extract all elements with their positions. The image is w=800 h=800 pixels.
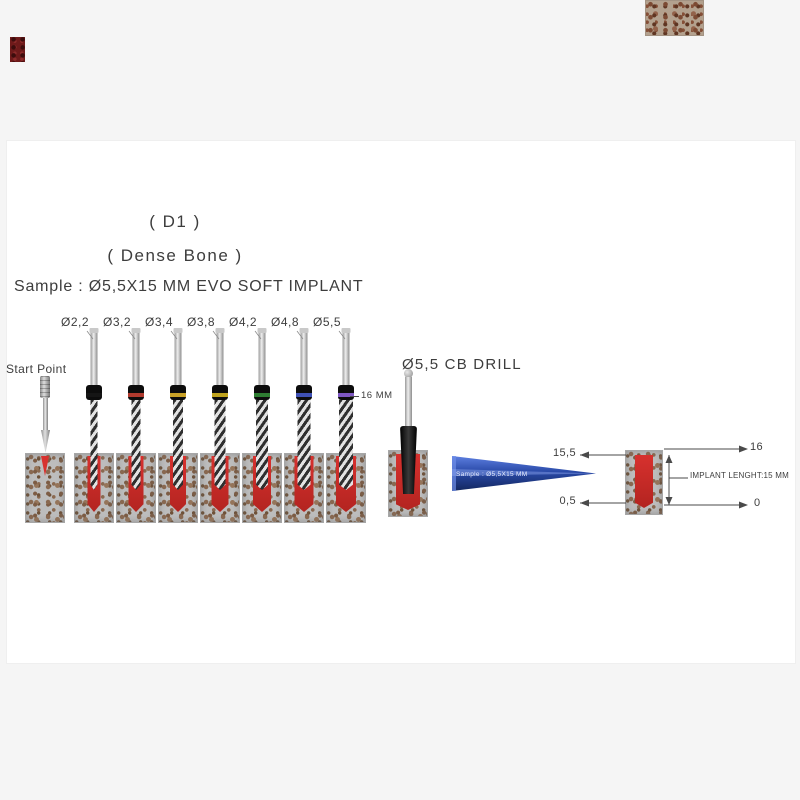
drill-diameter-label: Ø2,2 [61, 315, 90, 329]
drill-step-3: Ø3,4 [145, 315, 198, 523]
implant-length-label: IMPLANT LENGHT:15 MM [690, 471, 789, 480]
depth-marker-label: 16 MM [361, 390, 393, 401]
dim-drill-depth-label: 15,5 [552, 447, 576, 459]
drill-shank [131, 328, 141, 385]
drill-flutes [256, 400, 268, 490]
drill-stop-collar [128, 385, 144, 400]
drill-step-2: Ø3,2 [103, 315, 156, 523]
drill-stop-collar [338, 385, 354, 400]
drill-stop-collar [86, 385, 102, 400]
drill-diameter-label: Ø4,8 [271, 315, 300, 329]
bone-class-title: ( D1 ) [149, 212, 201, 231]
drill-step-7: Ø5,5 [313, 315, 366, 523]
drill-stop-collar [296, 385, 312, 400]
drill-shank [215, 328, 225, 385]
dim-top-ref-label: 16 [750, 441, 764, 453]
decorative-fragment-top-right [645, 0, 704, 36]
drill-step-5: Ø4,2 [229, 315, 282, 523]
drill-diameter-label: Ø4,2 [229, 315, 258, 329]
drill-flutes [214, 400, 226, 490]
drill-shank [299, 328, 309, 385]
drill-flutes [297, 400, 311, 490]
drill-diameter-label: Ø3,4 [145, 315, 174, 329]
drill-step-1: Ø2,2 [61, 315, 114, 523]
drill-diameter-label: Ø3,8 [187, 315, 216, 329]
dim-apical-offset-label: 0,5 [559, 495, 576, 507]
bone-block-start [25, 453, 65, 523]
cb-drill-shank [405, 377, 412, 427]
cb-drill-title: Ø5,5 CB DRILL [402, 356, 522, 373]
start-point-label: Start Point [6, 362, 67, 376]
drill-flutes [173, 400, 183, 490]
drill-shank [173, 328, 183, 385]
start-drill-handle [40, 376, 50, 398]
start-point-mark [41, 456, 49, 476]
cb-drill-body [400, 426, 417, 494]
drill-stop-collar [170, 385, 186, 400]
cb-drill-connector [404, 369, 413, 378]
start-drill-tip [41, 430, 50, 453]
bone-type-title: ( Dense Bone ) [107, 246, 243, 265]
implant-site-hole [635, 455, 653, 508]
cross-section-block [625, 450, 663, 515]
drill-stop-collar [254, 385, 270, 400]
drill-diameter-label: Ø3,2 [103, 315, 132, 329]
drill-shank [89, 328, 99, 385]
drill-step-6: Ø4,8 [271, 315, 324, 523]
sample-title: Sample : Ø5,5X15 MM EVO SOFT IMPLANT [14, 278, 364, 295]
decorative-fragment-top-left [10, 37, 25, 62]
start-drill-shaft [43, 398, 48, 431]
dim-bottom-ref-label: 0 [754, 497, 761, 509]
drill-flutes [90, 400, 98, 490]
drill-shank [341, 328, 351, 385]
drill-step-4: Ø3,8 [187, 315, 240, 523]
drill-flutes [339, 400, 353, 490]
drill-diameter-label: Ø5,5 [313, 315, 342, 329]
drill-stop-collar [212, 385, 228, 400]
drill-shank [257, 328, 267, 385]
drill-flutes [131, 400, 141, 490]
